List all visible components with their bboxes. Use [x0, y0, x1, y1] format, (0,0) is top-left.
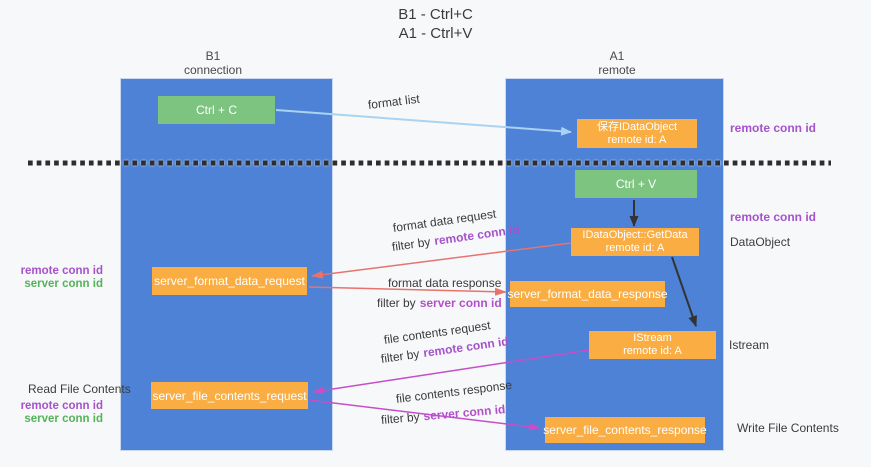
node-ctrl-v: Ctrl + V — [575, 170, 697, 198]
node-istream: IStream remote id: A — [589, 331, 716, 359]
server-conn-id-key: server conn id — [422, 402, 506, 424]
label-server-conn-id-bottom-left: server conn id — [24, 412, 103, 425]
label-remote-conn-id-mid-left: remote conn id — [20, 265, 103, 277]
node-server-format-data-response: server_format_data_response — [507, 281, 668, 307]
diagram-title-line2: A1 - Ctrl+V — [398, 25, 473, 42]
node-server-format-data-response-label: server_format_data_response — [507, 287, 668, 301]
lane-header-a1: A1 remote — [567, 49, 667, 77]
label-istream: Istream — [729, 338, 770, 352]
label-format-list: format list — [367, 91, 421, 112]
label-remote-conn-id-top-right: remote conn id — [730, 121, 817, 135]
node-server-format-data-request-label: server_format_data_request — [154, 274, 305, 288]
node-ctrl-c-label: Ctrl + C — [195, 103, 237, 117]
node-server-file-contents-response-label: server_file_contents_response — [543, 423, 707, 437]
diagram-title: B1 - Ctrl+C A1 - Ctrl+V — [0, 5, 871, 43]
server-conn-id-key: server conn id — [419, 296, 502, 310]
lane-b1-name: B1 — [205, 49, 221, 63]
node-save-dataobject-remote-id: remote id: A — [607, 133, 667, 146]
node-server-file-contents-request-label: server_file_contents_request — [152, 388, 307, 403]
label-file-contents-response: file contents response — [395, 377, 513, 406]
node-save-dataobject-label: 保存IDataObject — [596, 120, 678, 133]
node-istream-label: IStream — [633, 332, 672, 344]
node-ctrl-v-label: Ctrl + V — [615, 177, 657, 191]
node-istream-remote-id: remote id: A — [623, 345, 682, 357]
lane-a1-role: remote — [598, 63, 636, 77]
label-server-conn-id-mid-left: server conn id — [24, 277, 103, 290]
node-server-format-data-request: server_format_data_request — [152, 267, 307, 295]
label-write-file-contents: Write File Contents — [737, 421, 839, 435]
lane-b1-role: connection — [183, 63, 243, 77]
label-format-data-response: format data response — [388, 276, 502, 290]
node-save-dataobject: 保存IDataObject remote id: A — [577, 119, 697, 148]
label-read-file-contents: Read File Contents — [28, 382, 131, 396]
label-remote-conn-id-bottom-left: remote conn id — [20, 400, 103, 412]
node-getdata-remote-id: remote id: A — [605, 242, 665, 254]
label-conn-ids-mid-left: remote conn id server conn id — [17, 265, 103, 290]
node-server-file-contents-request: server_file_contents_request — [151, 382, 308, 409]
lane-header-b1: B1 connection — [163, 49, 263, 77]
diagram-title-line1: B1 - Ctrl+C — [398, 6, 473, 23]
node-server-file-contents-response: server_file_contents_response — [543, 417, 707, 443]
node-getdata-label: IDataObject::GetData — [582, 229, 688, 241]
label-remote-conn-id-mid-right: remote conn id — [730, 210, 817, 224]
node-ctrl-c: Ctrl + C — [158, 96, 275, 124]
node-idataobject-getdata: IDataObject::GetData remote id: A — [571, 228, 699, 256]
label-conn-ids-bottom-left: remote conn id server conn id — [17, 400, 103, 425]
lane-a1-name: A1 — [609, 49, 625, 63]
label-dataobject: DataObject — [730, 235, 791, 249]
